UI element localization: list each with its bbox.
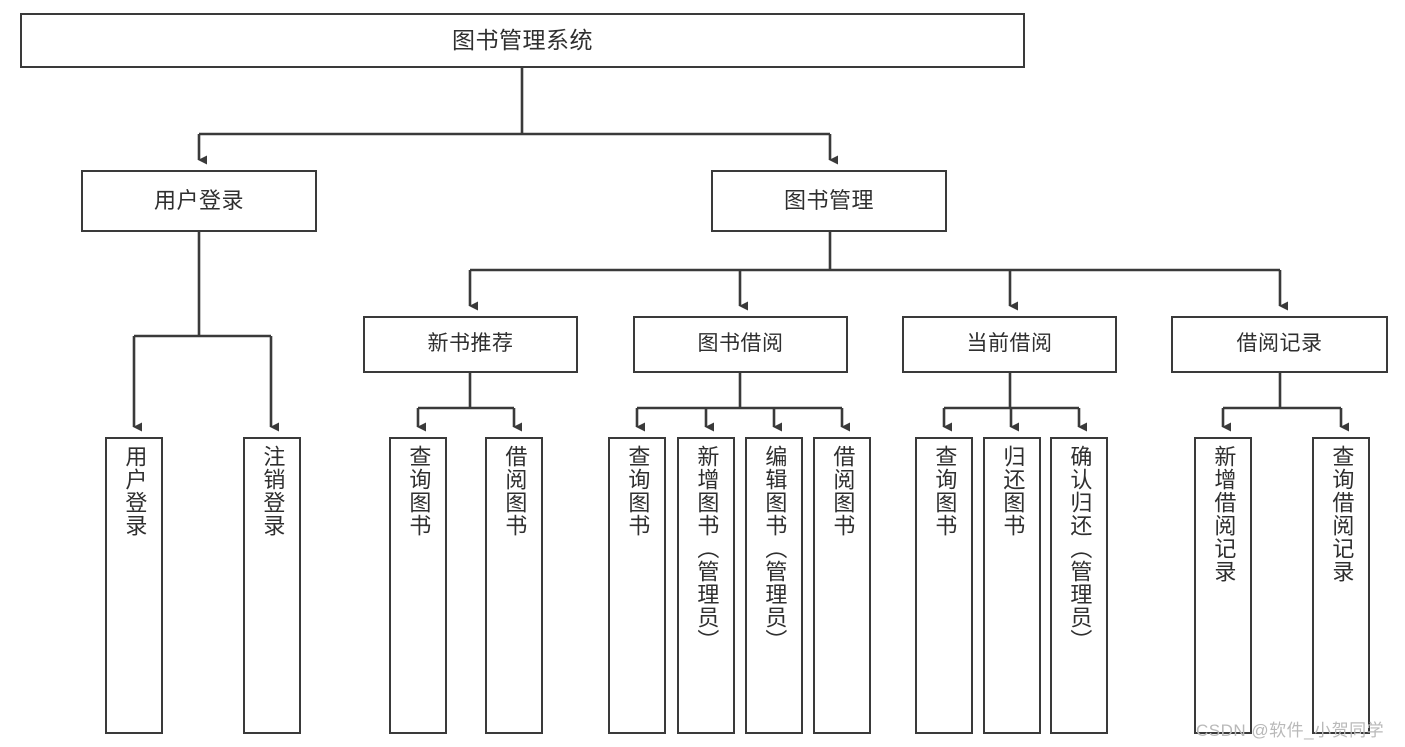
node-label: 编辑图书（管理员） xyxy=(762,445,788,652)
node-current-borrow[interactable]: 当前借阅 xyxy=(902,316,1117,373)
node-label: 查询借阅记录 xyxy=(1329,445,1355,583)
node-label: 归还图书 xyxy=(1000,445,1026,537)
leaf-record-query[interactable]: 查询借阅记录 xyxy=(1312,437,1370,734)
leaf-current-confirm-return[interactable]: 确认归还（管理员） xyxy=(1050,437,1108,734)
node-label: 用户登录 xyxy=(153,188,244,214)
node-label: 查询图书 xyxy=(406,445,432,537)
node-label: 借阅图书 xyxy=(502,445,528,537)
leaf-current-return-book[interactable]: 归还图书 xyxy=(983,437,1041,734)
leaf-current-query-book[interactable]: 查询图书 xyxy=(915,437,973,734)
node-label: 注销登录 xyxy=(260,445,286,537)
node-root-system[interactable]: 图书管理系统 xyxy=(20,13,1025,68)
node-label: 借阅图书 xyxy=(830,445,856,537)
node-label: 新增借阅记录 xyxy=(1211,445,1237,583)
node-label: 新增图书（管理员） xyxy=(694,445,720,652)
node-book-management[interactable]: 图书管理 xyxy=(711,170,947,232)
leaf-user-login[interactable]: 用户登录 xyxy=(105,437,163,734)
leaf-logout[interactable]: 注销登录 xyxy=(243,437,301,734)
node-label: 借阅记录 xyxy=(1236,332,1323,356)
node-user-login[interactable]: 用户登录 xyxy=(81,170,317,232)
node-label: 当前借阅 xyxy=(966,332,1053,356)
node-label: 新书推荐 xyxy=(427,332,514,356)
node-label: 查询图书 xyxy=(932,445,958,537)
leaf-borrow-edit-book[interactable]: 编辑图书（管理员） xyxy=(745,437,803,734)
leaf-borrow-add-book[interactable]: 新增图书（管理员） xyxy=(677,437,735,734)
node-book-borrow[interactable]: 图书借阅 xyxy=(633,316,848,373)
node-label: 图书管理系统 xyxy=(452,26,593,53)
leaf-borrow-borrow-book[interactable]: 借阅图书 xyxy=(813,437,871,734)
node-label: 确认归还（管理员） xyxy=(1067,445,1093,652)
leaf-record-add[interactable]: 新增借阅记录 xyxy=(1194,437,1252,734)
node-new-book-recommendation[interactable]: 新书推荐 xyxy=(363,316,578,373)
leaf-borrow-query-book[interactable]: 查询图书 xyxy=(608,437,666,734)
leaf-recommend-borrow-book[interactable]: 借阅图书 xyxy=(485,437,543,734)
node-label: 图书借阅 xyxy=(697,332,784,356)
node-borrow-record[interactable]: 借阅记录 xyxy=(1171,316,1388,373)
node-label: 查询图书 xyxy=(625,445,651,537)
watermark-text: CSDN @软件_小贺同学 xyxy=(1196,721,1385,740)
node-label: 图书管理 xyxy=(783,188,874,214)
leaf-recommend-query-book[interactable]: 查询图书 xyxy=(389,437,447,734)
node-label: 用户登录 xyxy=(122,445,148,537)
